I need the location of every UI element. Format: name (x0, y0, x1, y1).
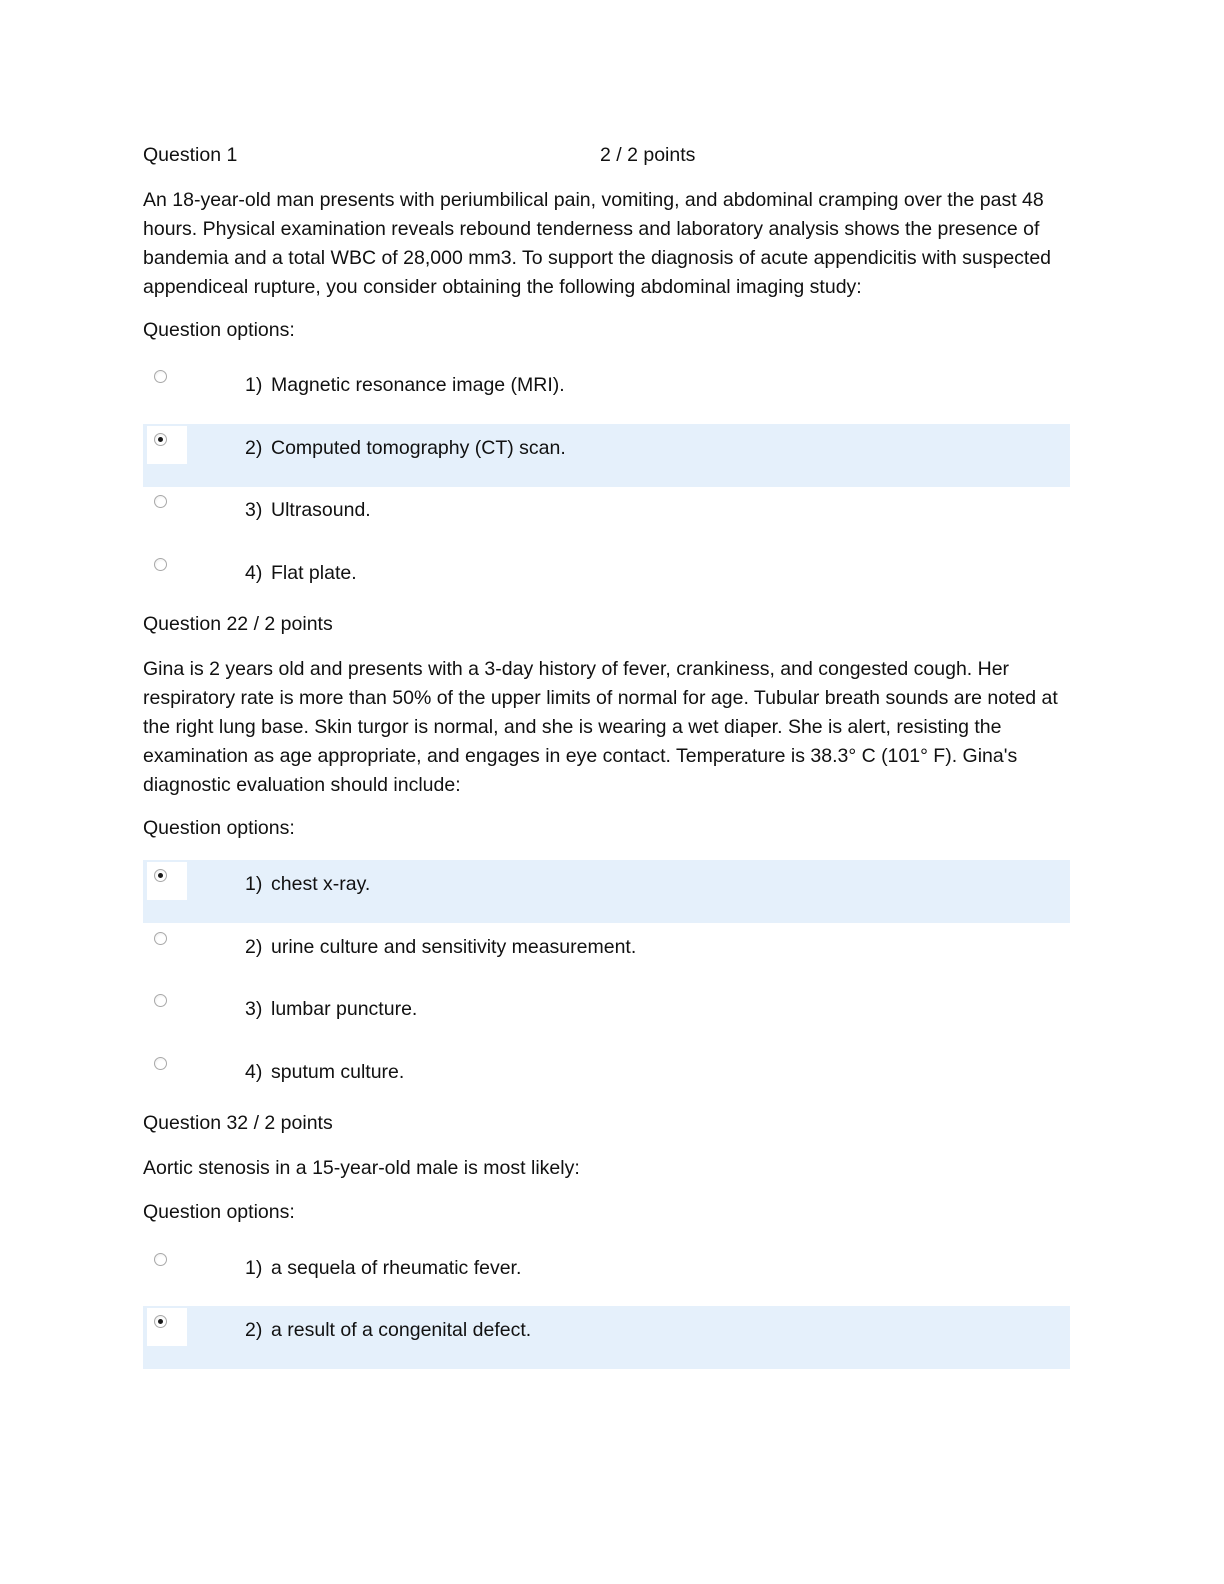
question-2-option-2[interactable]: 2) urine culture and sensitivity measure… (143, 923, 1070, 986)
question-3-text: Aortic stenosis in a 15-year-old male is… (143, 1157, 580, 1179)
radio-container (147, 1308, 187, 1346)
radio-container (147, 862, 187, 900)
question-1-score: 2 / 2 points (600, 144, 696, 166)
radio-container (147, 987, 187, 1025)
radio-container (147, 426, 187, 464)
radio-button-selected-icon[interactable] (154, 433, 167, 446)
question-1-option-4[interactable]: 4) Flat plate. (143, 549, 1070, 612)
question-1-option-3[interactable]: 3) Ultrasound. (143, 486, 1070, 549)
radio-button-icon[interactable] (154, 994, 167, 1007)
radio-button-icon[interactable] (154, 370, 167, 383)
option-text: urine culture and sensitivity measuremen… (271, 936, 637, 958)
option-number: 1) (245, 374, 263, 396)
radio-container (147, 1246, 187, 1284)
radio-container (147, 1050, 187, 1088)
radio-container (147, 925, 187, 963)
radio-button-icon[interactable] (154, 1057, 167, 1070)
question-2-option-3[interactable]: 3) lumbar puncture. (143, 985, 1070, 1048)
question-2-heading: Question 22 / 2 points (143, 613, 333, 635)
option-number: 1) (245, 873, 263, 895)
question-1-text: An 18-year-old man presents with periumb… (143, 189, 1052, 298)
question-1-option-2[interactable]: 2) Computed tomography (CT) scan. (143, 424, 1070, 487)
radio-container (147, 488, 187, 526)
option-number: 4) (245, 1061, 263, 1083)
radio-container (147, 551, 187, 589)
question-2-option-4[interactable]: 4) sputum culture. (143, 1048, 1070, 1111)
question-3-heading: Question 32 / 2 points (143, 1112, 333, 1134)
option-text: lumbar puncture. (271, 998, 418, 1020)
radio-button-selected-icon[interactable] (154, 869, 167, 882)
option-number: 1) (245, 1257, 263, 1279)
option-text: Computed tomography (CT) scan. (271, 437, 566, 459)
radio-button-icon[interactable] (154, 1253, 167, 1266)
question-1-label: Question 1 (143, 144, 238, 166)
option-number: 2) (245, 437, 263, 459)
option-number: 4) (245, 562, 263, 584)
radio-button-selected-icon[interactable] (154, 1315, 167, 1328)
question-1-option-1[interactable]: 1) Magnetic resonance image (MRI). (143, 361, 1070, 424)
question-3-options-label: Question options: (143, 1201, 295, 1223)
question-1-options-label: Question options: (143, 319, 295, 341)
radio-button-icon[interactable] (154, 495, 167, 508)
option-number: 3) (245, 499, 263, 521)
option-text: Flat plate. (271, 562, 357, 584)
option-text: a sequela of rheumatic fever. (271, 1257, 522, 1279)
option-text: Ultrasound. (271, 499, 371, 521)
option-text: sputum culture. (271, 1061, 405, 1083)
radio-button-icon[interactable] (154, 558, 167, 571)
radio-container (147, 363, 187, 401)
option-text: Magnetic resonance image (MRI). (271, 374, 565, 396)
question-3-option-2[interactable]: 2) a result of a congenital defect. (143, 1306, 1070, 1369)
option-number: 2) (245, 936, 263, 958)
radio-button-icon[interactable] (154, 932, 167, 945)
option-number: 2) (245, 1319, 263, 1341)
option-number: 3) (245, 998, 263, 1020)
option-text: a result of a congenital defect. (271, 1319, 532, 1341)
option-text: chest x-ray. (271, 873, 371, 895)
question-2-text: Gina is 2 years old and presents with a … (143, 658, 1058, 796)
question-2-options-label: Question options: (143, 817, 295, 839)
question-3-option-1[interactable]: 1) a sequela of rheumatic fever. (143, 1244, 1070, 1307)
question-2-option-1[interactable]: 1) chest x-ray. (143, 860, 1070, 923)
